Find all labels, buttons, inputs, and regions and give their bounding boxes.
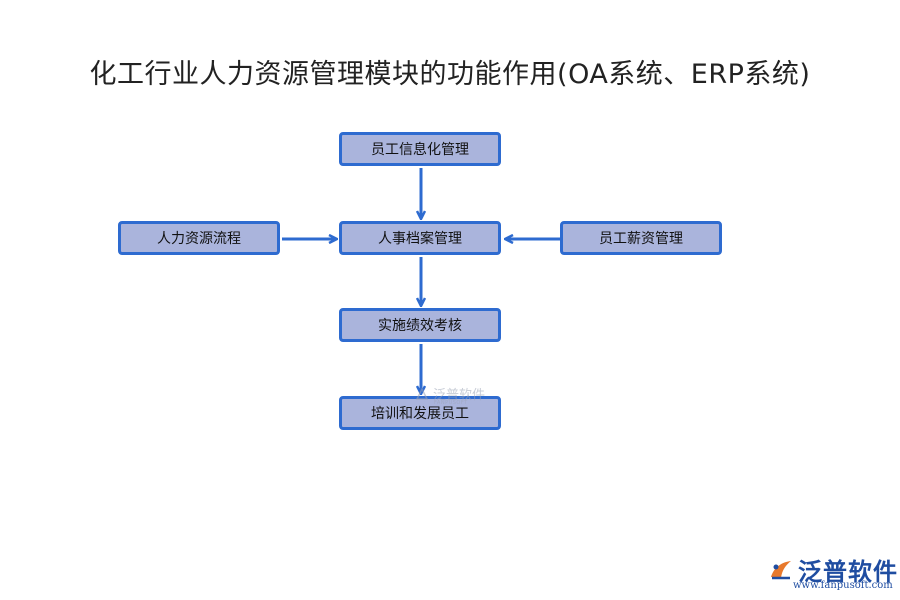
node-training-development: 培训和发展员工 [339, 396, 501, 430]
node-salary-management: 员工薪资管理 [560, 221, 722, 255]
page-title: 化工行业人力资源管理模块的功能作用(OA系统、ERP系统) [89, 59, 811, 90]
node-label: 培训和发展员工 [371, 406, 469, 422]
watermark-center: 泛普软件 FANPUSOFT [414, 384, 486, 406]
node-hr-process: 人力资源流程 [118, 221, 280, 255]
brand-name: 泛普软件 [798, 558, 898, 586]
node-label: 实施绩效考核 [378, 318, 462, 334]
watermark-logo-icon [415, 386, 429, 400]
node-label: 员工信息化管理 [371, 142, 469, 158]
node-label: 人事档案管理 [378, 231, 462, 247]
node-label: 人力资源流程 [157, 231, 241, 247]
node-employee-info-management: 员工信息化管理 [339, 132, 501, 166]
node-performance-appraisal: 实施绩效考核 [339, 308, 501, 342]
watermark-text: 泛普软件 [433, 388, 486, 403]
brand-logo-icon [771, 560, 791, 579]
node-label: 员工薪资管理 [599, 231, 683, 247]
node-personnel-archive-management: 人事档案管理 [339, 221, 501, 255]
watermark-subtext: FANPUSOFT [434, 400, 468, 406]
brand-url: www.fanpusoft.com [793, 580, 893, 591]
brand-logo: 泛普软件 [768, 552, 898, 587]
